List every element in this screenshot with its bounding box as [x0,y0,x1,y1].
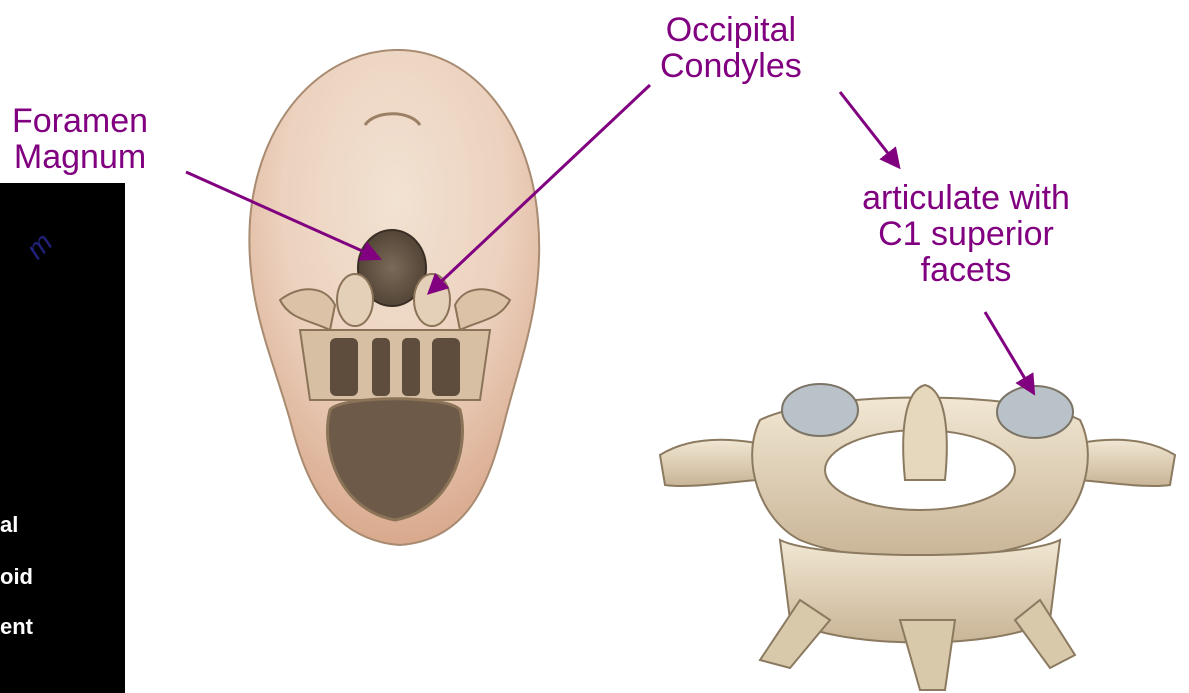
atlas-vertebra [660,384,1175,690]
arrow-to-c1-facets [985,312,1033,392]
label-occipital-line-2: Condyles [660,48,802,84]
label-articulate-line-2: C1 superior [836,216,1096,252]
label-foramen-line-2: Magnum [12,139,148,175]
label-occipital-line-1: Occipital [660,12,802,48]
label-articulate-line-3: facets [836,252,1096,288]
label-occipital-condyles: Occipital Condyles [660,12,802,84]
label-articulate-line-1: articulate with [836,180,1096,216]
skull [249,50,539,545]
label-foramen-line-1: Foramen [12,103,148,139]
label-foramen-magnum: Foramen Magnum [12,103,148,175]
arrow-condyles-to-articulate [840,92,898,166]
label-articulate-with-c1: articulate with C1 superior facets [836,180,1096,288]
